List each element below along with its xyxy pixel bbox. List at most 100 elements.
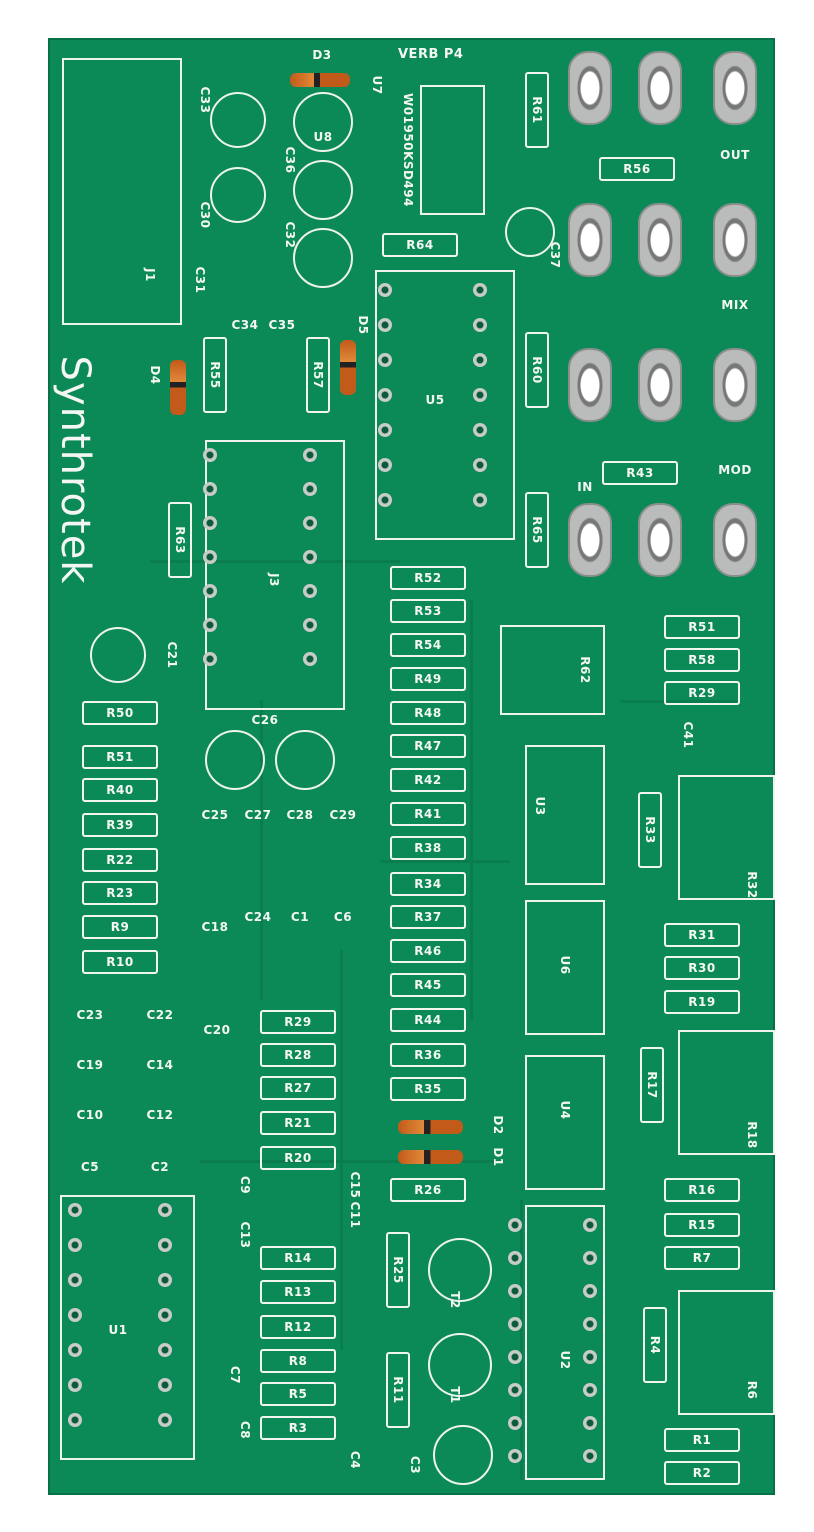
silkscreen-label-r60: R60 [530, 356, 544, 384]
resistor-outline [664, 1178, 740, 1202]
silkscreen-label-c29: C29 [329, 808, 357, 822]
silkscreen-label-u8: U8 [313, 130, 333, 144]
resistor-outline [390, 939, 466, 963]
resistor-outline [390, 872, 466, 896]
silkscreen-label-out: OUT [720, 148, 750, 162]
electrolytic-capacitor [293, 228, 353, 288]
resistor-outline [82, 778, 158, 802]
silkscreen-label-r54: R54 [414, 638, 442, 652]
pad [508, 1284, 522, 1298]
resistor-outline [260, 1043, 336, 1067]
jack-pad [713, 503, 757, 577]
silkscreen-label-c20: C20 [203, 1023, 231, 1037]
resistor-outline [664, 1461, 740, 1485]
pad [158, 1273, 172, 1287]
silkscreen-label-r8: R8 [288, 1354, 308, 1368]
silkscreen-label-r65: R65 [530, 516, 544, 544]
silkscreen-label-c27: C27 [244, 808, 272, 822]
silkscreen-label-d2: D2 [491, 1115, 505, 1135]
pad [68, 1203, 82, 1217]
jack-pad [568, 51, 612, 125]
silkscreen-label-c9: C9 [238, 1175, 252, 1195]
pad [508, 1317, 522, 1331]
pad [473, 493, 487, 507]
silkscreen-label-r2: R2 [692, 1466, 712, 1480]
resistor-outline [525, 492, 549, 568]
pad [378, 283, 392, 297]
pad [508, 1449, 522, 1463]
pad [68, 1343, 82, 1357]
silkscreen-label-c1: C1 [290, 910, 310, 924]
silkscreen-label-r32: R32 [745, 871, 759, 899]
silkscreen-label-r23: R23 [106, 886, 134, 900]
resistor-outline [664, 1213, 740, 1237]
pad [583, 1416, 597, 1430]
resistor-outline [664, 990, 740, 1014]
pad [158, 1343, 172, 1357]
pad [583, 1251, 597, 1265]
silkscreen-label-r45: R45 [414, 978, 442, 992]
silkscreen-label-r44: R44 [414, 1013, 442, 1027]
trace [470, 600, 473, 1020]
silkscreen-label-r5: R5 [288, 1387, 308, 1401]
resistor-outline [599, 157, 675, 181]
brand-logo-text: Synthrotek [52, 355, 98, 585]
silkscreen-label-r64: R64 [406, 238, 434, 252]
silkscreen-label-d5: D5 [356, 315, 370, 335]
electrolytic-capacitor [293, 160, 353, 220]
resistor-outline [390, 667, 466, 691]
trimmer-r6 [678, 1290, 775, 1415]
silkscreen-label-r26: R26 [414, 1183, 442, 1197]
electrolytic-capacitor [428, 1238, 492, 1302]
silkscreen-label-r3: R3 [288, 1421, 308, 1435]
silkscreen-label-d3: D3 [312, 48, 332, 62]
electrolytic-capacitor [205, 730, 265, 790]
header-j1 [62, 58, 182, 325]
resistor-outline [382, 233, 458, 257]
pad [583, 1449, 597, 1463]
silkscreen-label-d4: D4 [148, 365, 162, 385]
resistor-outline [82, 701, 158, 725]
silkscreen-label-c35: C35 [268, 318, 296, 332]
diode [170, 360, 186, 415]
silkscreen-label-c5: C5 [80, 1160, 100, 1174]
silkscreen-label-r49: R49 [414, 672, 442, 686]
silkscreen-label-c22: C22 [146, 1008, 174, 1022]
silkscreen-label-r9: R9 [110, 920, 130, 934]
pad [203, 482, 217, 496]
pad [508, 1416, 522, 1430]
resistor-outline [664, 1428, 740, 1452]
pad [203, 618, 217, 632]
trace [380, 860, 510, 863]
pad [473, 353, 487, 367]
resistor-outline [390, 633, 466, 657]
silkscreen-label-r20: R20 [284, 1151, 312, 1165]
pad [203, 516, 217, 530]
pad [68, 1238, 82, 1252]
silkscreen-label-r7: R7 [692, 1251, 712, 1265]
silkscreen-label-r51: R51 [688, 620, 716, 634]
silkscreen-label-c28: C28 [286, 808, 314, 822]
silkscreen-label-c11: C11 [348, 1201, 362, 1229]
silkscreen-label-r42: R42 [414, 773, 442, 787]
silkscreen-label-c6: C6 [333, 910, 353, 924]
jack-pad [638, 503, 682, 577]
resistor-outline [390, 1178, 466, 1202]
resistor-outline [82, 950, 158, 974]
pad [158, 1238, 172, 1252]
resistor-outline [390, 905, 466, 929]
silkscreen-label-c2: C2 [150, 1160, 170, 1174]
silkscreen-label-r28: R28 [284, 1048, 312, 1062]
pad [378, 493, 392, 507]
silkscreen-label-r35: R35 [414, 1082, 442, 1096]
silkscreen-label-r17: R17 [645, 1071, 659, 1099]
ic-u2 [525, 1205, 605, 1480]
resistor-outline [260, 1146, 336, 1170]
resistor-outline [260, 1382, 336, 1406]
silkscreen-label-r6: R6 [745, 1380, 759, 1400]
silkscreen-label-r30: R30 [688, 961, 716, 975]
resistor-outline [390, 802, 466, 826]
trace [520, 1200, 523, 1480]
pad [303, 618, 317, 632]
silkscreen-label-u2: U2 [558, 1350, 572, 1370]
